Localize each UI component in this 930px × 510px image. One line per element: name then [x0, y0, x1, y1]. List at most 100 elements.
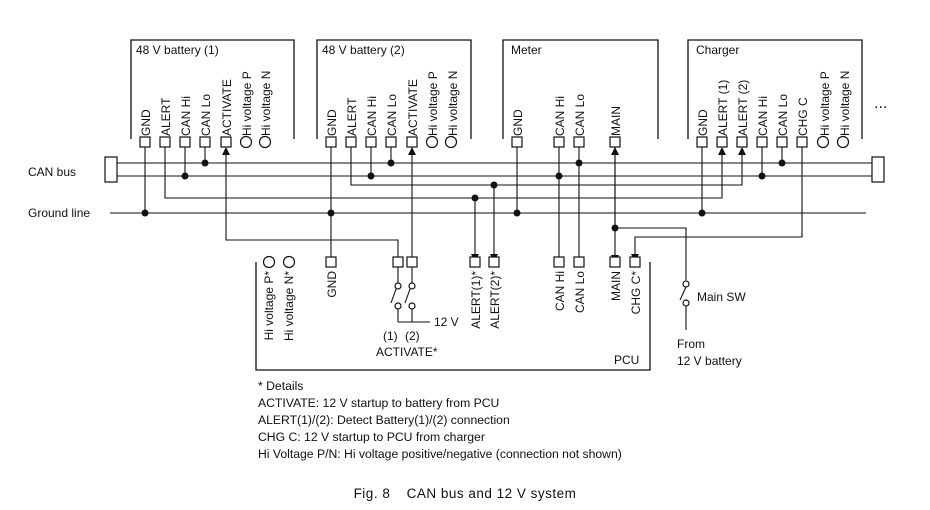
- battery2-pin-gnd: [325, 136, 337, 148]
- charger-pin-canlo-label: CAN Lo: [776, 94, 790, 136]
- charger-pin-canlo: [776, 136, 788, 148]
- charger-wiring: [475, 147, 803, 262]
- battery1-pin-hivn: [258, 135, 272, 149]
- meter-pin-canlo: [573, 136, 585, 148]
- charger-pin-alert2-label: ALERT (2): [736, 80, 750, 136]
- pcu-pin-main: [609, 256, 621, 268]
- meter-pin-main-label: MAIN: [609, 106, 623, 136]
- battery2-pin-alert: [345, 136, 357, 148]
- charger-pin-chgc-label: CHG C: [796, 97, 810, 136]
- battery1-pin-canlo: [199, 136, 211, 148]
- battery1-pin-hivp-label: Hi voltage P: [240, 71, 254, 136]
- details-item: ACTIVATE: 12 V startup to battery from P…: [258, 396, 500, 410]
- pcu-switch-2-label: (2): [405, 329, 420, 343]
- battery2-pin-alert-label: ALERT: [345, 97, 359, 136]
- meter-pin-canhi-label: CAN Hi: [553, 96, 567, 136]
- pcu-pin-hivn-label: Hi voltage N*: [282, 271, 296, 341]
- main-sw-label: Main SW: [697, 290, 746, 304]
- main-switch: [615, 227, 690, 330]
- pcu-pin-alert2: [488, 256, 500, 268]
- battery2-pin-hivp-label: Hi voltage P: [426, 71, 440, 136]
- pcu-pin-alert1-label: ALERT(1)*: [469, 271, 483, 329]
- battery1-pin-hivn-label: Hi voltage N: [259, 71, 273, 136]
- can-bus-right-terminator: [871, 156, 885, 183]
- charger-pin-canhi-label: CAN Hi: [756, 96, 770, 136]
- from-label: From: [677, 337, 705, 351]
- pcu-pin-alert1: [469, 256, 481, 268]
- pcu-pin-canlo-label: CAN Lo: [573, 271, 587, 313]
- battery1-block: [130, 39, 295, 139]
- charger-pin-hivn-label: Hi voltage N: [838, 71, 852, 136]
- battery2-pin-canlo-label: CAN Lo: [385, 94, 399, 136]
- charger-pin-hivp-label: Hi voltage P: [818, 71, 832, 136]
- charger-pin-chgc: [796, 136, 808, 148]
- battery1-pin-alert: [159, 136, 171, 148]
- details-item: Hi Voltage P/N: Hi voltage positive/nega…: [258, 447, 622, 461]
- battery1-pin-gnd-label: GND: [139, 109, 153, 136]
- pcu-pin-gnd: [325, 256, 337, 268]
- pcu-pin-chgc-label: CHG C*: [629, 271, 643, 315]
- figure-number: Fig. 8: [353, 486, 391, 501]
- battery2-wiring: [330, 147, 494, 262]
- charger-pin-alert2: [736, 136, 748, 148]
- charger-pin-alert1: [716, 136, 728, 148]
- charger-block: [687, 39, 863, 139]
- ground-line-label: Ground line: [28, 206, 90, 220]
- charger-pin-hivp: [816, 135, 830, 149]
- meter-pin-gnd: [511, 136, 523, 148]
- meter-pin-canhi: [553, 136, 565, 148]
- charger-pin-gnd-label: GND: [696, 109, 710, 136]
- can-bus-label: CAN bus: [28, 165, 76, 179]
- pcu-pin-hivp: [262, 255, 276, 269]
- battery1-pin-hivp: [239, 135, 253, 149]
- battery2-pin-canlo: [385, 136, 397, 148]
- meter-pin-gnd-label: GND: [511, 109, 525, 136]
- charger-pin-canhi: [756, 136, 768, 148]
- from-source-label: 12 V battery: [677, 354, 742, 368]
- figure-title: CAN bus and 12 V system: [406, 486, 577, 501]
- pcu-block: [255, 262, 651, 371]
- details-item: ALERT(1)/(2): Detect Battery(1)/(2) conn…: [258, 413, 510, 427]
- pcu-pin-gnd-label: GND: [325, 271, 339, 298]
- charger-more-ellipsis: ...: [874, 95, 887, 112]
- battery1-pin-canhi-label: CAN Hi: [179, 96, 193, 136]
- meter-pin-main: [609, 136, 621, 148]
- pcu-pin-canhi-label: CAN Hi: [553, 271, 567, 311]
- can-bus-12v-system-diagram: 48 V battery (1) 48 V battery (2) Meter …: [28, 39, 887, 371]
- pcu-pin-canhi: [553, 256, 565, 268]
- charger-title: Charger: [696, 43, 739, 57]
- pcu-pin-chgc: [629, 256, 641, 268]
- meter-block: [502, 39, 659, 139]
- pcu-switch-1-label: (1): [383, 329, 398, 343]
- charger-pin-gnd: [696, 136, 708, 148]
- battery2-pin-hivp: [425, 135, 439, 149]
- battery2-block: [316, 39, 472, 139]
- figure-caption: Fig. 8 CAN bus and 12 V system: [0, 486, 930, 501]
- meter-pin-canlo-label: CAN Lo: [573, 94, 587, 136]
- activate-switches: [390, 267, 430, 323]
- battery2-title: 48 V battery (2): [322, 43, 405, 57]
- meter-wiring: [516, 147, 619, 263]
- battery1-title: 48 V battery (1): [136, 43, 219, 57]
- battery2-pin-hivn-label: Hi voltage N: [446, 71, 460, 136]
- battery1-pin-canlo-label: CAN Lo: [199, 94, 213, 136]
- charger-pin-hivn: [836, 135, 850, 149]
- details-item: CHG C: 12 V startup to PCU from charger: [258, 430, 485, 444]
- can-bus-left-terminator: [104, 156, 118, 183]
- pcu-pin-hivn: [282, 255, 296, 269]
- battery1-pin-activate-label: ACTIVATE: [220, 79, 234, 136]
- pcu-pin-activate2: [406, 256, 418, 268]
- battery2-pin-activate: [406, 136, 418, 148]
- battery2-pin-activate-label: ACTIVATE: [406, 79, 420, 136]
- pcu-supply-12v-label: 12 V: [434, 315, 459, 329]
- meter-title: Meter: [511, 43, 542, 57]
- battery1-wiring: [144, 147, 475, 262]
- pcu-pin-main-label: MAIN: [609, 271, 623, 301]
- battery2-pin-canhi-label: CAN Hi: [365, 96, 379, 136]
- junction-dots: [141, 159, 786, 232]
- battery1-pin-canhi: [179, 136, 191, 148]
- charger-pin-alert1-label: ALERT (1): [716, 80, 730, 136]
- pcu-activate-label: ACTIVATE*: [376, 345, 438, 359]
- details-notes: * Details ACTIVATE: 12 V startup to batt…: [258, 378, 622, 463]
- battery1-pin-activate: [220, 136, 232, 148]
